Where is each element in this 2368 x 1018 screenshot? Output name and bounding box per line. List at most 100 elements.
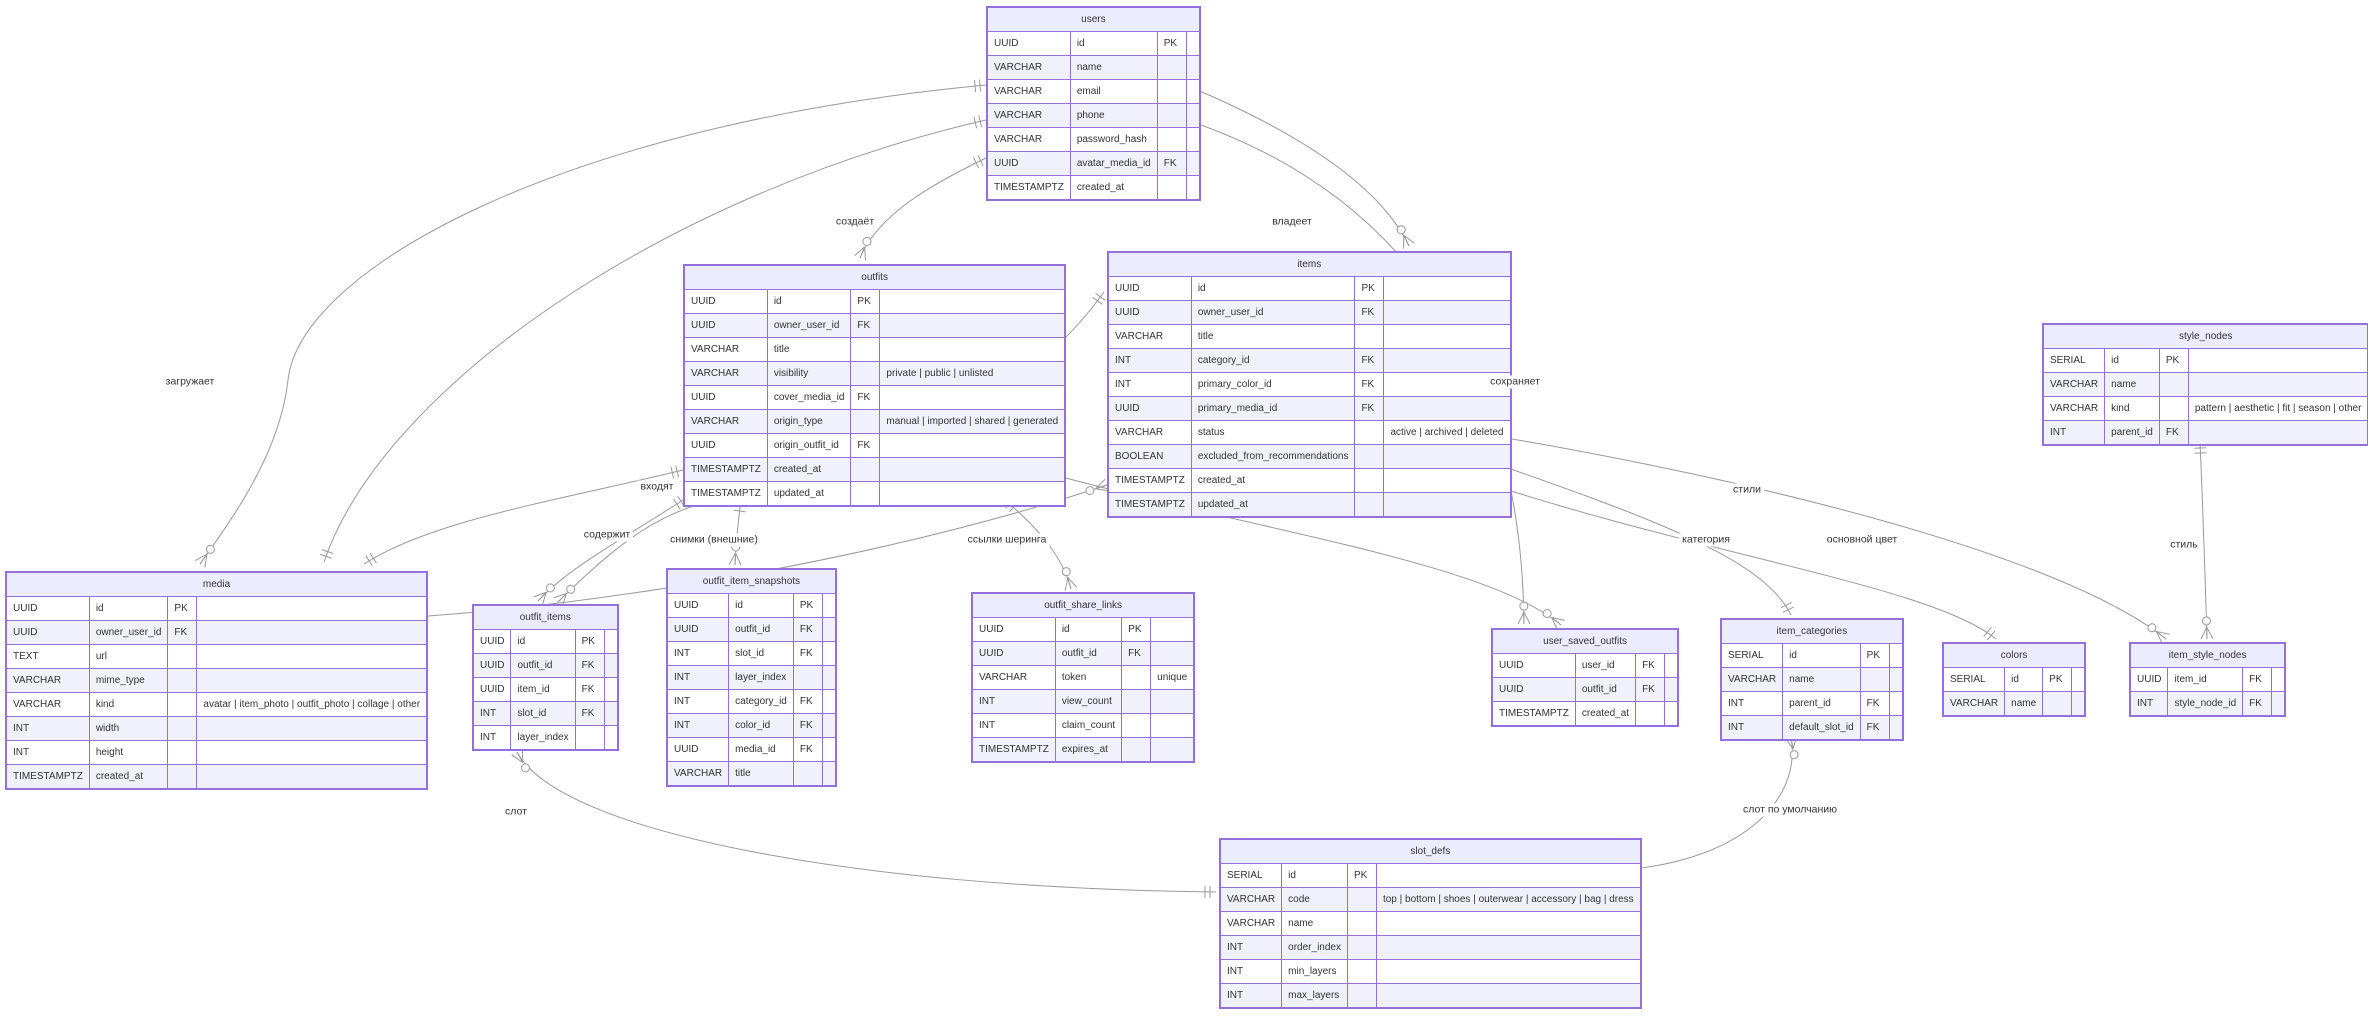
attribute-key bbox=[167, 644, 198, 669]
edge-label: сохраняет bbox=[1487, 375, 1543, 389]
attribute-key: PK bbox=[574, 629, 605, 654]
edge-label: слот по умолчанию bbox=[1740, 803, 1840, 817]
edge-label: категория bbox=[1679, 533, 1733, 547]
attribute-name: primary_media_id bbox=[1190, 396, 1356, 421]
attribute-type: VARCHAR bbox=[1720, 667, 1784, 692]
edge-label: содержит bbox=[580, 528, 634, 542]
attribute-type: UUID bbox=[472, 677, 512, 702]
attribute-name: height bbox=[88, 740, 169, 765]
attribute-type: TEXT bbox=[6, 644, 90, 669]
attribute-comment bbox=[821, 689, 836, 714]
attribute-name: title bbox=[766, 337, 852, 362]
attribute-key bbox=[1156, 55, 1187, 80]
attribute-type: VARCHAR bbox=[684, 337, 768, 362]
entity-title: outfit_share_links bbox=[971, 593, 1195, 618]
attribute-comment bbox=[1383, 348, 1511, 373]
attribute-type: BOOLEAN bbox=[1108, 444, 1192, 469]
attribute-type: UUID bbox=[972, 641, 1056, 666]
attribute-key: PK bbox=[1859, 643, 1890, 668]
edge-label: владеет bbox=[1269, 215, 1315, 229]
attribute-name: user_id bbox=[1574, 653, 1637, 678]
attribute-type: INT bbox=[6, 740, 90, 765]
attribute-comment bbox=[879, 313, 1066, 338]
attribute-comment bbox=[1664, 701, 1679, 726]
attribute-key bbox=[850, 337, 881, 362]
attribute-comment bbox=[821, 593, 836, 618]
attribute-name: max_layers bbox=[1281, 983, 1348, 1008]
attribute-name: id bbox=[510, 629, 576, 654]
attribute-name: primary_color_id bbox=[1190, 372, 1356, 397]
attribute-name: visibility bbox=[766, 361, 852, 386]
attribute-type: INT bbox=[972, 713, 1056, 738]
attribute-type: UUID bbox=[666, 737, 730, 762]
attribute-comment bbox=[603, 677, 618, 702]
attribute-key bbox=[1156, 127, 1187, 152]
attribute-name: layer_index bbox=[728, 665, 794, 690]
attribute-type: TIMESTAMPTZ bbox=[1492, 701, 1576, 726]
attribute-key: FK bbox=[1156, 151, 1187, 176]
attribute-comment bbox=[1888, 715, 1903, 740]
attribute-type: UUID bbox=[684, 313, 768, 338]
attribute-key bbox=[1354, 324, 1385, 349]
attribute-key: FK bbox=[574, 677, 605, 702]
attribute-comment bbox=[879, 385, 1066, 410]
attribute-comment bbox=[1383, 444, 1511, 469]
attribute-type: TIMESTAMPTZ bbox=[972, 737, 1056, 762]
attribute-type: VARCHAR bbox=[1108, 420, 1192, 445]
attribute-name: updated_at bbox=[1190, 492, 1356, 517]
attribute-key: FK bbox=[1859, 691, 1890, 716]
attribute-key: FK bbox=[2242, 667, 2273, 692]
attribute-key bbox=[1156, 175, 1187, 200]
attribute-key bbox=[1346, 935, 1377, 960]
attribute-key bbox=[167, 740, 198, 765]
attribute-key: FK bbox=[2242, 691, 2273, 716]
attribute-key: PK bbox=[1346, 863, 1377, 888]
relationship-edge bbox=[533, 496, 687, 606]
attribute-key bbox=[2158, 372, 2189, 397]
attribute-comment bbox=[1150, 713, 1195, 738]
attribute-name: token bbox=[1054, 665, 1123, 690]
attribute-key bbox=[1121, 665, 1152, 690]
attribute-comment: unique bbox=[1150, 665, 1195, 690]
attribute-name: order_index bbox=[1281, 935, 1348, 960]
attribute-type: VARCHAR bbox=[666, 761, 730, 786]
entity-title: style_nodes bbox=[2042, 324, 2368, 349]
attribute-name: name bbox=[1281, 911, 1348, 936]
attribute-comment bbox=[879, 337, 1066, 362]
attribute-comment bbox=[1383, 468, 1511, 493]
attribute-type: VARCHAR bbox=[987, 127, 1071, 152]
attribute-key: FK bbox=[1635, 677, 1666, 702]
attribute-key: FK bbox=[792, 689, 823, 714]
attribute-type: INT bbox=[1108, 372, 1192, 397]
attribute-name: view_count bbox=[1054, 689, 1123, 714]
attribute-key: FK bbox=[167, 620, 198, 645]
attribute-comment bbox=[2271, 691, 2286, 716]
attribute-type: UUID bbox=[666, 617, 730, 642]
attribute-comment bbox=[196, 620, 428, 645]
attribute-key: FK bbox=[1354, 348, 1385, 373]
attribute-key: FK bbox=[1635, 653, 1666, 678]
